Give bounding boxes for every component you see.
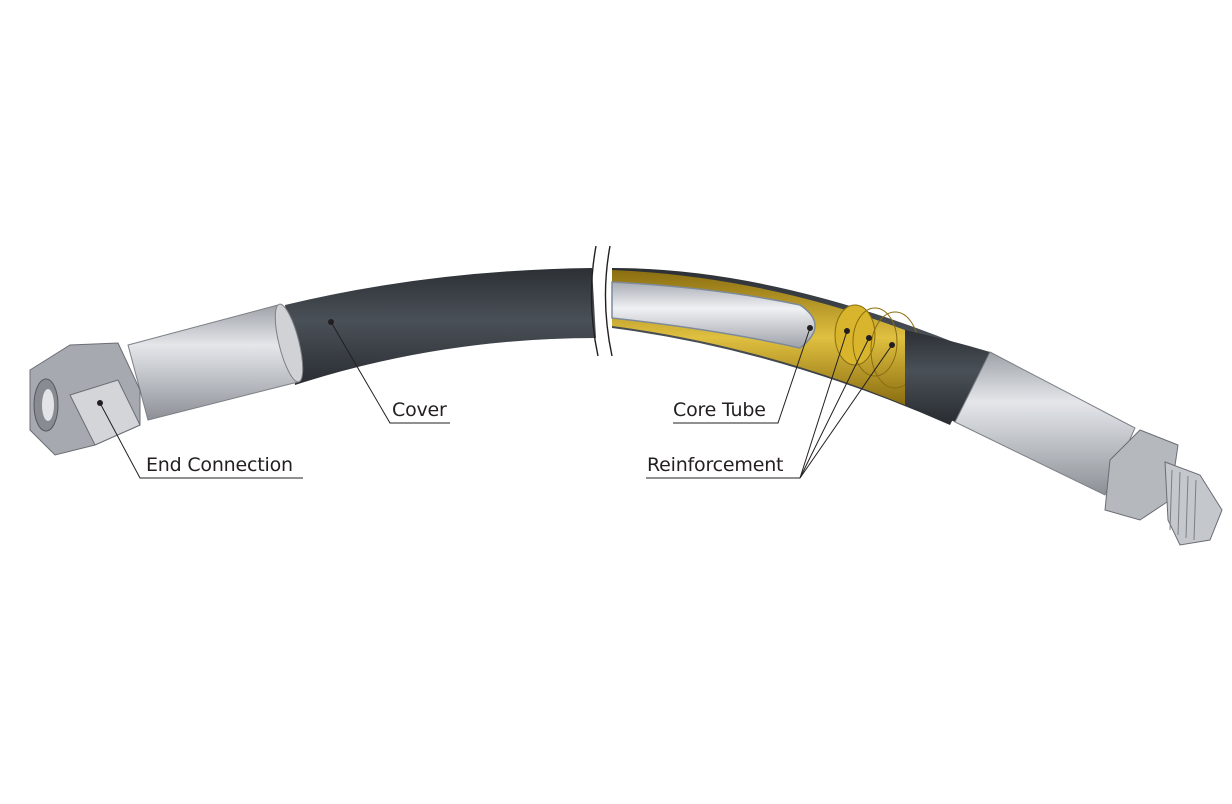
leader-lines (97, 319, 895, 479)
label-core-tube: Core Tube (673, 399, 766, 421)
left-ferrule (127, 303, 304, 421)
left-hex-nut (29, 342, 141, 456)
hose-cover-right (905, 330, 990, 422)
right-hex-fitting (1104, 429, 1223, 546)
break-symbol (590, 245, 613, 357)
cutaway-section (611, 268, 985, 425)
hose-cover-left (285, 268, 596, 385)
label-cover: Cover (392, 399, 447, 421)
label-reinforcement: Reinforcement (647, 454, 784, 476)
right-ferrule (954, 351, 1136, 496)
label-end-connection: End Connection (146, 454, 293, 476)
